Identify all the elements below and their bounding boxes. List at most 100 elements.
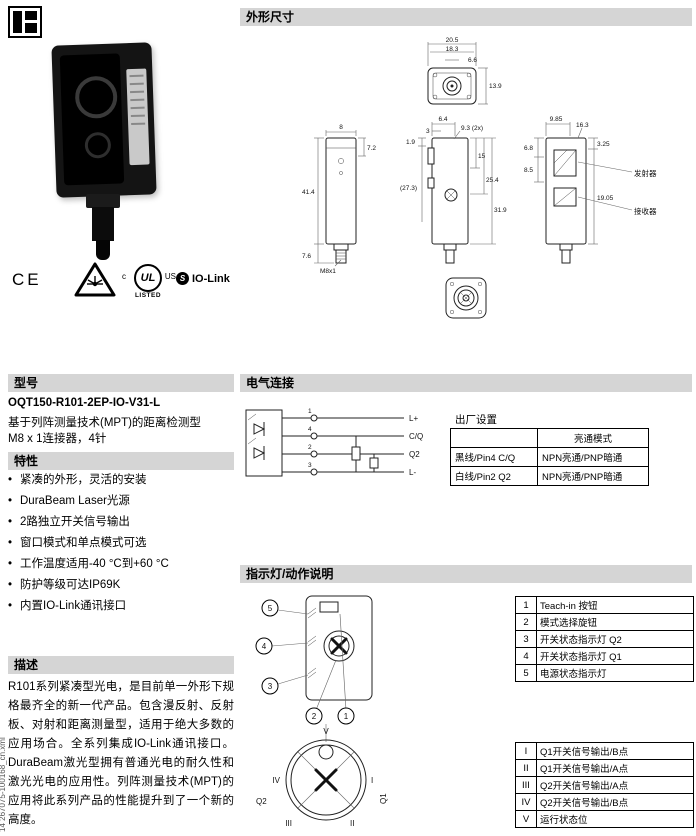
dim-label: 3.25: [597, 141, 610, 148]
table-cell: III: [515, 776, 537, 794]
dim-label: 8.5: [524, 167, 533, 174]
dim-label: 13.9: [489, 83, 502, 90]
dim-label: 7.2: [367, 145, 376, 152]
dim-label: 25.4: [486, 177, 499, 184]
table-cell: 电源状态指示灯: [536, 664, 694, 682]
sensor-lens-large: [74, 75, 118, 119]
product-label-sticker: [126, 68, 150, 166]
dim-label: 19.05: [597, 195, 614, 202]
table-cell: V: [515, 810, 537, 828]
dial-axis-q1: Q1: [379, 793, 388, 804]
dim-label: 20.5: [446, 37, 459, 44]
ul-c-text: c: [122, 272, 126, 281]
dim-label: 8: [339, 124, 343, 131]
ul-listed-text: LISTED: [134, 292, 162, 299]
pin-number: 4: [308, 426, 312, 433]
rear-view-drawing: 9.85 16.3 3.25 6.8 8.5 19.05 发射器 接收器: [524, 116, 657, 264]
callout-number: 4: [262, 642, 267, 651]
dim-label: 16.3: [576, 122, 589, 129]
table-cell: 2: [515, 613, 537, 631]
dial-position-v: V: [323, 727, 329, 736]
feature-text: 内置IO-Link通讯接口: [20, 600, 127, 612]
feature-item: •工作温度适用-40 °C到+60 °C: [8, 554, 234, 575]
section-header-electrical: 电气连接: [240, 374, 692, 392]
table-cell: Q2开关信号输出/A点: [536, 776, 694, 794]
description-paragraph: R101系列紧凑型光电，是目前单一外形下规格最齐全的新一代产品。包含漫反射、反射…: [8, 681, 234, 826]
callout-number: 5: [268, 604, 273, 613]
io-link-text: IO-Link: [192, 272, 230, 285]
feature-item: •窗口模式和单点模式可选: [8, 533, 234, 554]
table-header-cell: 亮通模式: [537, 428, 649, 448]
table-cell: 黑线/Pin4 C/Q: [450, 447, 538, 467]
bullet-icon: •: [8, 558, 13, 570]
emitter-label: 发射器: [634, 168, 657, 178]
feature-item: • 紧凑的外形，灵活的安装: [8, 470, 234, 491]
table-cell: 3: [515, 630, 537, 648]
dim-label: 9.3 (2x): [461, 125, 483, 132]
top-view-drawing: 20.5 18.3 6.6 13.9: [427, 37, 502, 105]
front-view-drawing: 8 7.2 41.4 7.6 M8x1: [302, 124, 376, 275]
table-cell: I: [515, 742, 537, 760]
laser-warning-icon: [74, 262, 116, 297]
feature-text: 防护等级可达IP69K: [20, 579, 121, 591]
dim-label: 9.85: [550, 116, 563, 123]
table-row: 黑线/Pin4 C/Q NPN亮通/PNP暗通: [450, 447, 649, 467]
dim-label: 6.4: [438, 116, 447, 123]
ul-listed-mark: c US UL LISTED: [122, 264, 176, 299]
ce-mark: CE: [12, 270, 42, 289]
wire-label: Q2: [409, 450, 420, 459]
table-cell: 5: [515, 664, 537, 682]
io-link-icon: S: [176, 272, 189, 285]
section-header-dimensions: 外形尺寸: [240, 8, 692, 26]
table-cell: 1: [515, 596, 537, 614]
table-cell: IV: [515, 793, 537, 811]
dim-label: 18.3: [446, 46, 459, 53]
section-header-model: 型号: [8, 374, 234, 392]
feature-item: •2路独立开关信号输出: [8, 512, 234, 533]
bottom-view-drawing: [445, 277, 487, 319]
side-view-drawing: 6.4 3 9.3 (2x) 1.9 (27.3) 15 25.4 31.9: [400, 116, 507, 264]
connector-nut: [86, 194, 120, 208]
circuit-diagram: 1 4 2 3 L+ C/Q Q2 L-: [245, 408, 423, 477]
table-row: 白线/Pin2 Q2 NPN亮通/PNP暗通: [450, 466, 649, 486]
dim-label: (27.3): [400, 185, 417, 192]
table-row: 亮通模式: [450, 428, 649, 448]
dial-axis-q2: Q2: [256, 797, 267, 806]
receiver-label: 接收器: [634, 206, 657, 216]
feature-text: DuraBeam Laser光源: [20, 495, 130, 507]
bullet-icon: •: [8, 600, 13, 612]
feature-item: •DuraBeam Laser光源: [8, 491, 234, 512]
section-header-indicators: 指示灯/动作说明: [240, 565, 692, 583]
table-cell: Q1开关信号输出/B点: [536, 742, 694, 760]
wire-label: L-: [409, 468, 416, 477]
bullet-icon: •: [8, 579, 13, 591]
section-header-description: 描述: [8, 656, 234, 674]
feature-text: 2路独立开关信号输出: [20, 516, 130, 528]
model-desc-line1: 基于列阵测量技术(MPT)的距离检测型: [8, 417, 201, 429]
certification-row: CE c US UL LISTED S IO-Link: [10, 262, 236, 302]
product-photo: [42, 36, 177, 261]
dim-label: 3: [426, 128, 430, 135]
callout-number: 1: [344, 712, 349, 721]
table-cell: Q2开关信号输出/B点: [536, 793, 694, 811]
table-cell: 运行状态位: [536, 810, 694, 828]
table-cell: Teach-in 按钮: [536, 596, 694, 614]
table-cell: 4: [515, 647, 537, 665]
document-reference: 14 267075-100168_cn.xml: [0, 737, 7, 832]
feature-text: 紧凑的外形，灵活的安装: [20, 474, 147, 486]
dial-position-iii: III: [285, 819, 292, 828]
bullet-icon: •: [8, 474, 13, 486]
table-cell: 开关状态指示灯 Q2: [536, 630, 694, 648]
dial-position-ii: II: [350, 819, 354, 828]
table-cell: NPN亮通/PNP暗通: [537, 466, 649, 486]
